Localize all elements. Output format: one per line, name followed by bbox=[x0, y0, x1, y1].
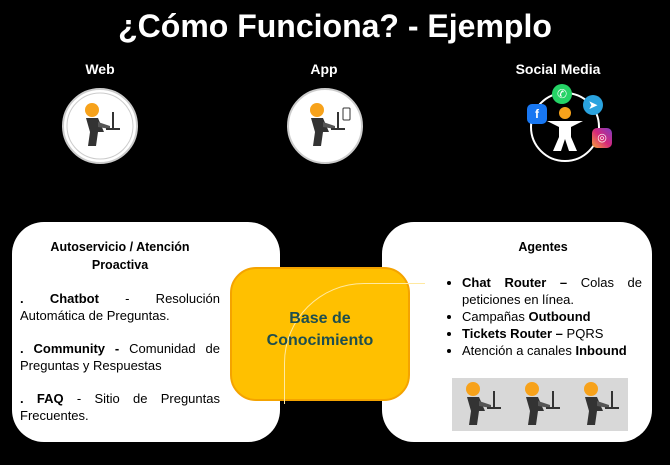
knowledge-base-label: Base de Conocimiento bbox=[267, 308, 374, 352]
knowledge-base-box: Base de Conocimiento bbox=[230, 267, 425, 404]
item-title: Outbound bbox=[528, 309, 591, 324]
agent-icon bbox=[466, 381, 502, 425]
list-item-faq: . FAQ - Sitio de Preguntas Frecuentes. bbox=[20, 390, 220, 424]
channel-social-label: Social Media bbox=[515, 61, 601, 77]
label-line: Base de bbox=[289, 310, 351, 327]
agent-icon bbox=[583, 381, 619, 425]
list-item-chatbot: . Chatbot - Resolución Automática de Pre… bbox=[20, 290, 220, 324]
heading-line: Autoservicio / Atención bbox=[50, 240, 190, 254]
telegram-icon: ➤ bbox=[583, 95, 603, 115]
item-title: Chatbot bbox=[49, 291, 99, 306]
item-title: Community - bbox=[33, 341, 120, 356]
item-text: Atención a canales bbox=[462, 343, 576, 358]
slide-title: ¿Cómo Funciona? - Ejemplo bbox=[118, 8, 552, 44]
agent-icon bbox=[524, 381, 560, 425]
item-title: Tickets Router – bbox=[462, 326, 563, 341]
channel-app-label: App bbox=[310, 61, 338, 77]
bullet: . bbox=[20, 391, 37, 406]
list-item: Campañas Outbound bbox=[462, 308, 642, 325]
item-text: Colas de peticiones en línea. bbox=[462, 275, 642, 307]
heading-line: Proactiva bbox=[91, 258, 149, 272]
web-channel-icon bbox=[62, 88, 138, 164]
channel-web-label: Web bbox=[85, 61, 115, 77]
instagram-icon: ◎ bbox=[592, 128, 612, 148]
bullet: . bbox=[20, 341, 34, 356]
item-title: FAQ bbox=[36, 391, 64, 406]
bullet: . bbox=[20, 291, 50, 306]
item-title: Chat Router – bbox=[462, 275, 568, 290]
list-item: Atención a canales Inbound bbox=[462, 342, 642, 359]
agents-list: Chat Router – Colas de peticiones en lín… bbox=[444, 274, 642, 359]
list-item: Tickets Router – PQRS bbox=[462, 325, 642, 342]
list-item: Chat Router – Colas de peticiones en lín… bbox=[462, 274, 642, 308]
self-service-heading: Autoservicio / Atención Proactiva bbox=[20, 238, 220, 274]
list-item-community: . Community - Comunidad de Preguntas y R… bbox=[20, 340, 220, 374]
item-text: - Sitio de Preguntas Frecuentes. bbox=[20, 391, 220, 423]
whatsapp-icon: ✆ bbox=[552, 84, 572, 104]
facebook-icon: f bbox=[527, 104, 547, 124]
item-text: Comunidad de Preguntas y Respuestas bbox=[20, 341, 220, 373]
item-text: - Resolución Automática de Preguntas. bbox=[20, 291, 220, 323]
agents-heading: Agentes bbox=[518, 240, 568, 254]
label-line: Conocimiento bbox=[266, 332, 374, 349]
item-text: PQRS bbox=[562, 326, 604, 341]
item-title: Inbound bbox=[575, 343, 627, 358]
app-channel-icon bbox=[287, 88, 363, 164]
item-text: Campañas bbox=[462, 309, 529, 324]
agents-image bbox=[452, 378, 628, 431]
